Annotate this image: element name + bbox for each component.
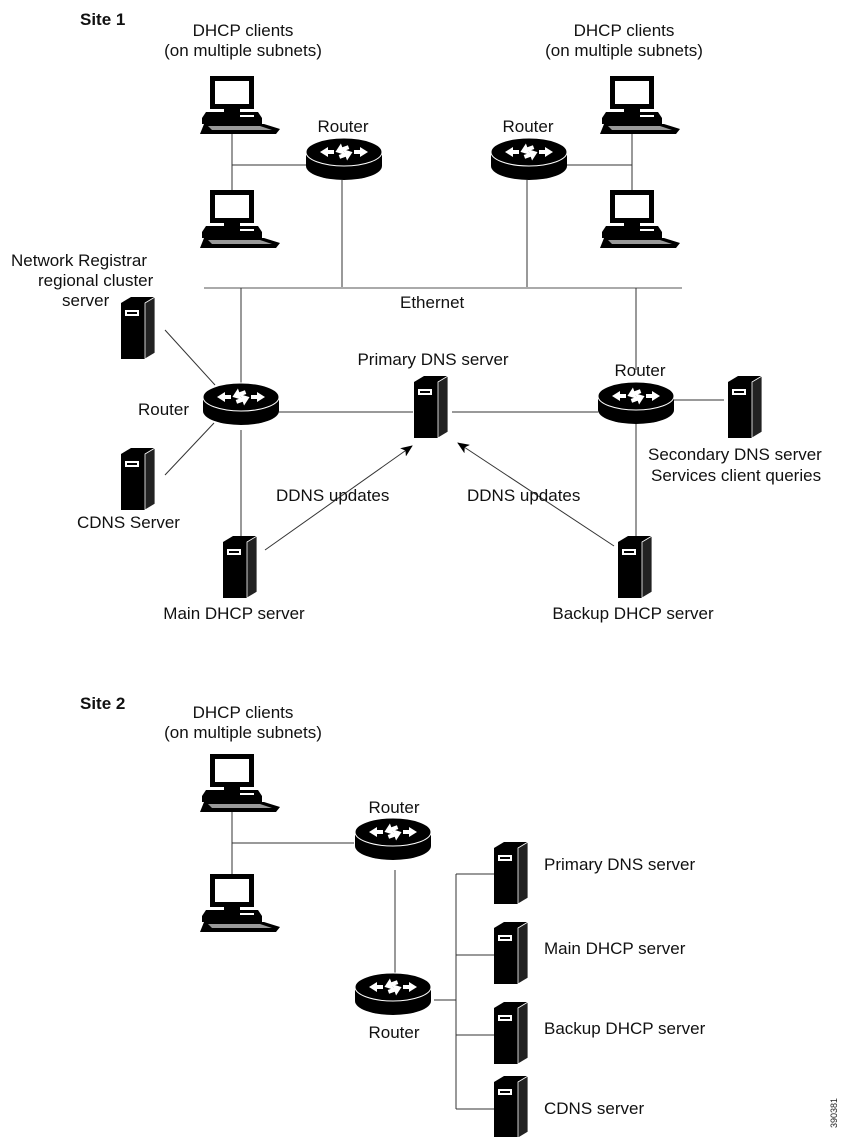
site1-right-router-label: Router (614, 361, 666, 380)
site1-right-clients-label-line1: DHCP clients (573, 21, 675, 40)
site1-right-clients-label-line2: (on multiple subnets) (545, 41, 703, 60)
site1-main-dhcp-label: Main DHCP server (163, 604, 305, 623)
site1-main-dhcp-server (222, 535, 258, 599)
site2-primary-dns-server (493, 841, 529, 905)
site1-ddns-right-label: DDNS updates (467, 486, 581, 505)
site1-left-client-pc-1 (200, 76, 280, 134)
site2-bottom-router-label: Router (368, 1023, 420, 1042)
site2-backup-dhcp-label: Backup DHCP server (544, 1019, 706, 1038)
site1-left-router (202, 382, 280, 426)
site2-top-router (354, 817, 432, 861)
site1-left-clients-label-line2: (on multiple subnets) (164, 41, 322, 60)
site1-top-right-router-label: Router (502, 117, 554, 136)
site2-client-pc-1 (200, 754, 280, 812)
site1-primary-dns-server (413, 375, 449, 439)
site1-primary-dns-label: Primary DNS server (357, 350, 509, 369)
site1-top-left-router-label: Router (317, 117, 369, 136)
site1-right-router (597, 381, 675, 425)
site2-backup-dhcp-server (493, 1001, 529, 1065)
site2-title: Site 2 (80, 694, 126, 713)
site2-main-dhcp-server (493, 921, 529, 985)
site1-left-router-label: Router (138, 400, 190, 419)
site1-cdns-server-label: CDNS Server (77, 513, 180, 532)
site2-client-pc-2 (200, 874, 280, 932)
site1-regional-server-label-line2: regional cluster (38, 271, 154, 290)
figure-id: 390381 (829, 1097, 839, 1128)
site1-title: Site 1 (80, 10, 126, 29)
site1-backup-dhcp-server (617, 535, 653, 599)
site1-cdns-server (120, 447, 156, 511)
site1-top-right-router (490, 137, 568, 181)
site1-right-client-pc-1 (600, 76, 680, 134)
site1-secondary-dns-server (727, 375, 763, 439)
site2-connections (231, 812, 494, 1110)
site2-cdns-server-label: CDNS server (544, 1099, 645, 1118)
site1-regional-server-label-line3: server (62, 291, 110, 310)
site2-top-router-label: Router (368, 798, 420, 817)
site1-left-client-pc-2 (200, 190, 280, 248)
site1-connections (164, 130, 724, 551)
site2-main-dhcp-label: Main DHCP server (544, 939, 686, 958)
site2-cdns-server (493, 1075, 529, 1137)
site1-ethernet-label: Ethernet (400, 293, 465, 312)
site1-regional-server-label-line1: Network Registrar (11, 251, 148, 270)
site1-right-client-pc-2 (600, 190, 680, 248)
site1-regional-cluster-server (120, 296, 156, 360)
site1-ddns-left-label: DDNS updates (276, 486, 390, 505)
site1-backup-dhcp-label: Backup DHCP server (552, 604, 714, 623)
site1-secondary-dns-label-line1: Secondary DNS server (648, 445, 822, 464)
site2-primary-dns-label: Primary DNS server (544, 855, 696, 874)
site2-bottom-router (354, 972, 432, 1016)
site2-clients-label-line1: DHCP clients (192, 703, 294, 722)
site2-clients-label-line2: (on multiple subnets) (164, 723, 322, 742)
site1-secondary-dns-label-line2: Services client queries (651, 466, 822, 485)
site1-top-left-router (305, 137, 383, 181)
site1-left-clients-label-line1: DHCP clients (192, 21, 294, 40)
